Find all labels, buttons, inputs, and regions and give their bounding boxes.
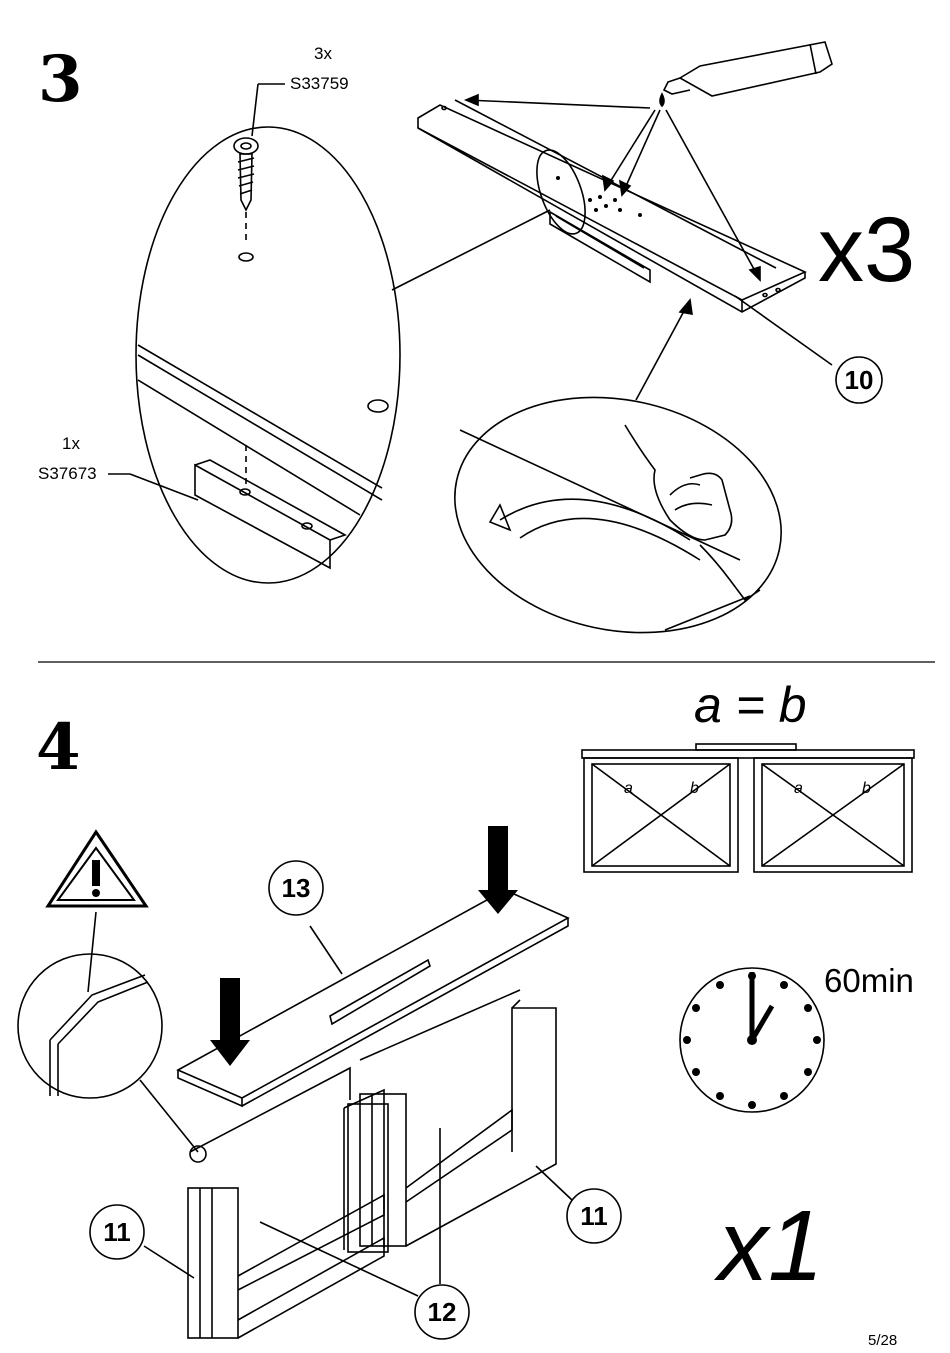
cabinet-right-11 [359, 989, 557, 1247]
callout-10-circle [835, 356, 883, 404]
screw-detail-ellipse [135, 126, 401, 584]
hand-icon [624, 424, 733, 541]
callout-12: 12 [427, 1297, 457, 1327]
glue-point-dots [556, 176, 642, 217]
callout-11-left-circle [89, 1204, 145, 1260]
glue-tube-icon [659, 41, 833, 108]
diag-label-b-left: b [690, 780, 699, 797]
top-panel-13 [176, 889, 570, 1108]
callout-11-right-circle [566, 1188, 622, 1244]
callout-13: 13 [281, 873, 311, 903]
step-4-number: 4 [36, 710, 81, 785]
screw-icon [233, 137, 259, 262]
callout-11-right: 11 [580, 1201, 608, 1231]
diag-label-b-right: b [862, 780, 871, 797]
callout-10: 10 [844, 365, 874, 395]
callout-12-circle [414, 1284, 470, 1340]
wait-time: 60min [824, 962, 914, 999]
clock-icon [679, 967, 825, 1113]
cabinet-left-11 [187, 1066, 389, 1339]
diag-label-a-left: a [624, 780, 633, 797]
rail-part-code: S37673 [38, 464, 97, 483]
diagonal-check-diagram [581, 743, 915, 873]
peel-detail-ellipse [454, 396, 782, 634]
edge-detail-circle [17, 953, 163, 1099]
page-number: 5/28 [868, 1332, 898, 1349]
step-3-multiplier: x3 [818, 199, 916, 301]
callout-13-circle [268, 860, 324, 916]
diagonal-equation: a = b [694, 677, 807, 733]
step-3-number: 3 [38, 42, 83, 117]
rail-quantity: 1x [62, 434, 80, 453]
screw-part-code: S33759 [290, 74, 349, 93]
diag-label-a-right: a [794, 780, 803, 797]
warning-triangle-icon [45, 829, 149, 908]
board-10 [417, 99, 807, 313]
step-4-multiplier: x1 [718, 1190, 824, 1302]
screw-quantity: 3x [314, 44, 332, 63]
callout-11-left: 11 [103, 1217, 131, 1247]
